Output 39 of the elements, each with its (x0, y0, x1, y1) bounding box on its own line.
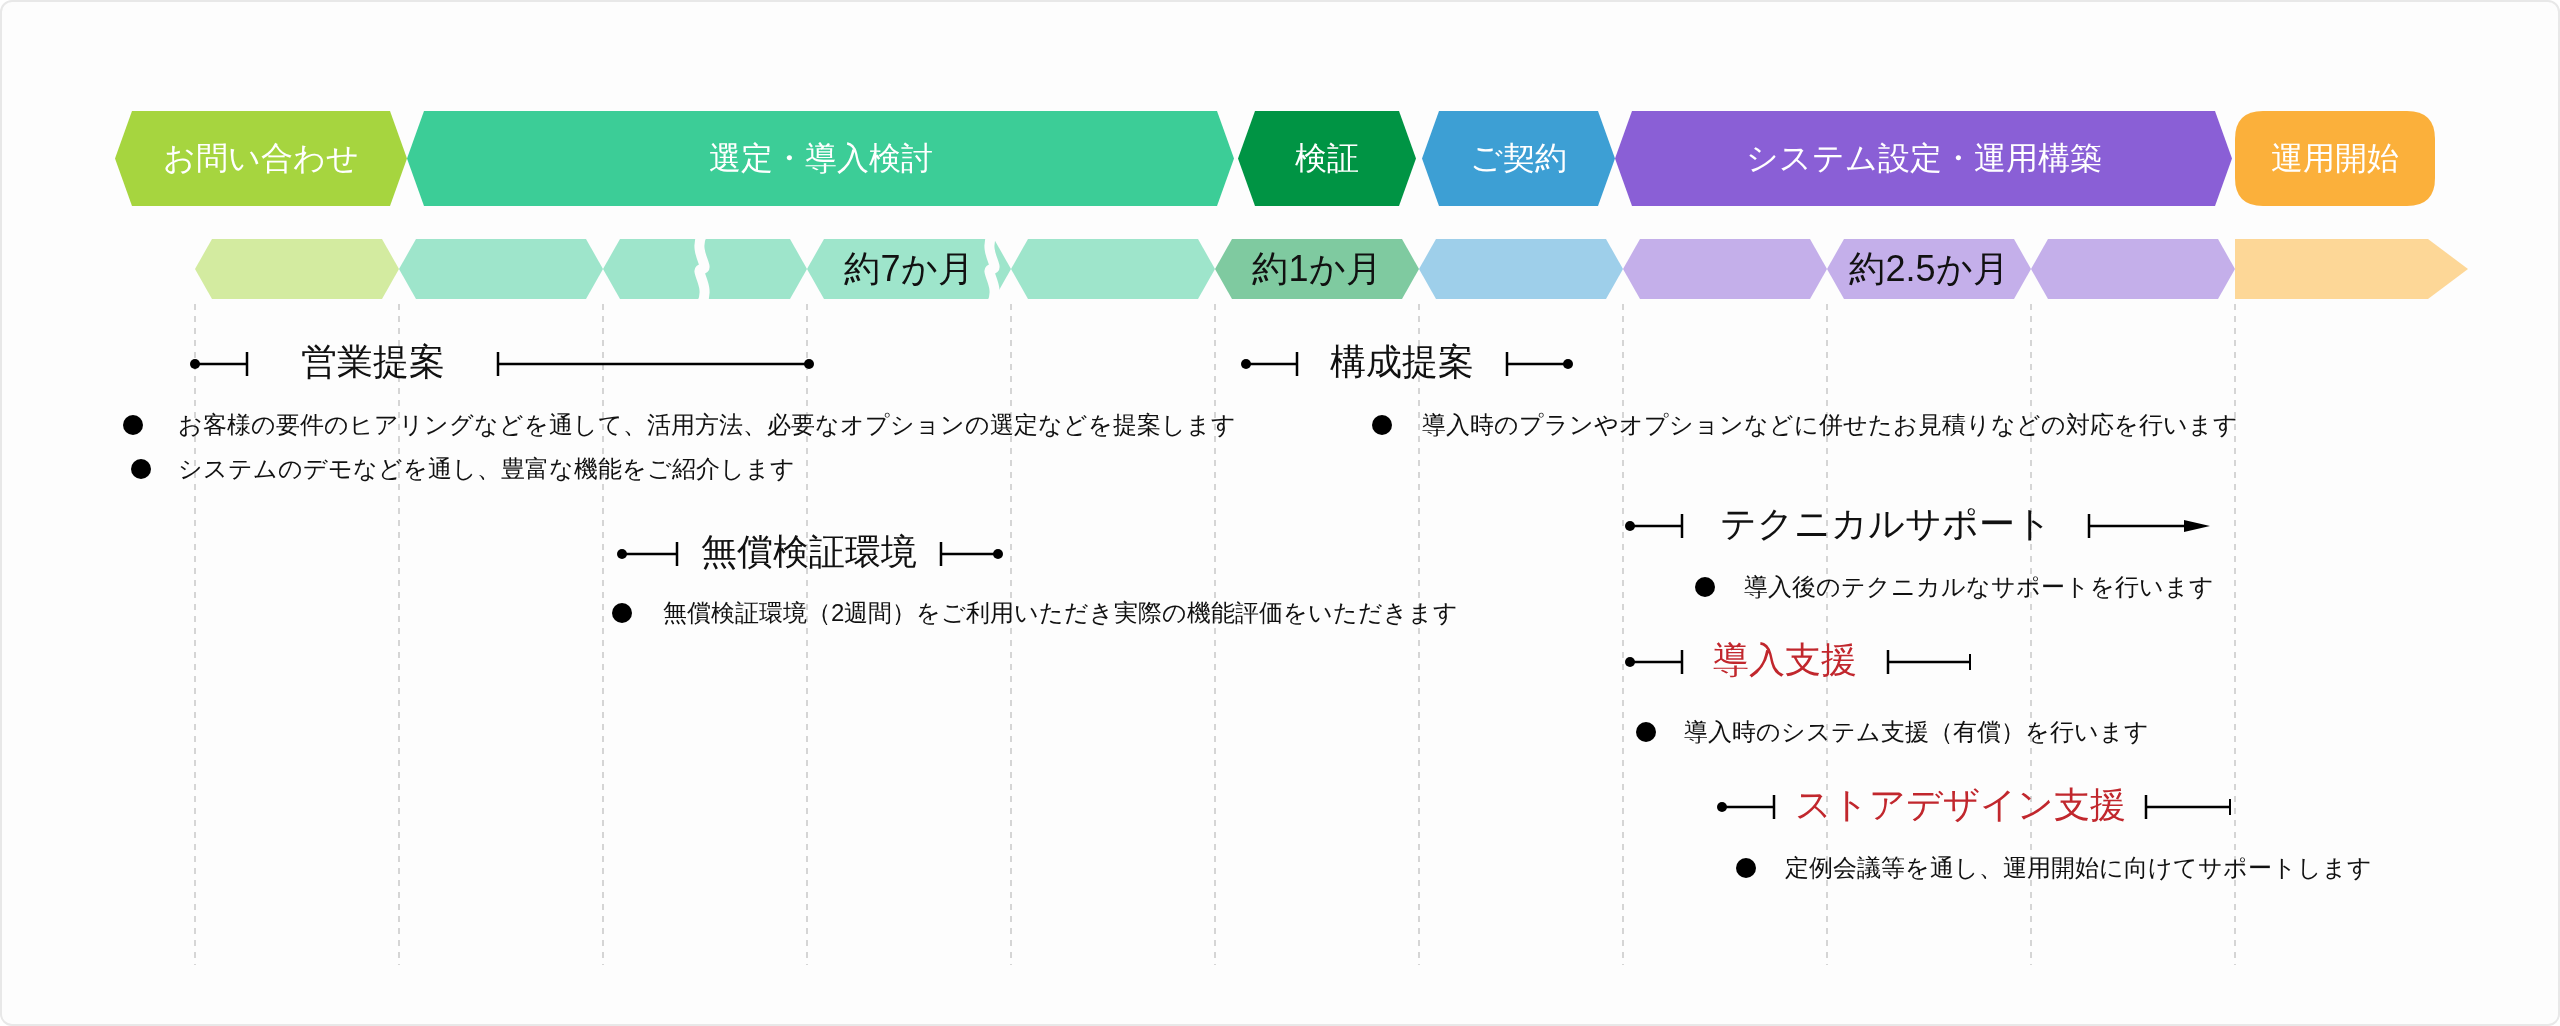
description-text: 導入時のシステム支援（有償）を行います (1684, 717, 2149, 747)
description-text: 導入後のテクニカルなサポートを行います (1744, 572, 2214, 602)
phase-task-title: ストアデザイン支援 (1794, 783, 2126, 827)
phase-task-title: テクニカルサポート (1719, 502, 2052, 546)
description-text: システムのデモなどを通し、豊富な機能をご紹介します (178, 454, 795, 484)
phase-band (1238, 111, 1416, 206)
phase-label: 選定・導入検討 (708, 139, 933, 178)
phase-label: 運用開始 (2271, 139, 2399, 178)
duration-band (2235, 239, 2468, 299)
duration-band (1827, 239, 2031, 299)
phase-band (115, 111, 407, 206)
duration-band (603, 239, 807, 299)
duration-band (1623, 239, 1827, 299)
phase-band (407, 111, 1234, 206)
phase-task-title: 導入支援 (1713, 638, 1857, 682)
duration-label: 約1か月 (1252, 247, 1382, 291)
duration-band (2031, 239, 2235, 299)
duration-label: 約2.5か月 (1849, 247, 2009, 291)
description-text: 導入時のプランやオプションなどに併せたお見積りなどの対応を行います (1422, 410, 2238, 440)
duration-band (399, 239, 603, 299)
phase-task-title: 営業提案 (300, 340, 445, 384)
duration-band (1011, 239, 1215, 299)
duration-band (1215, 239, 1419, 299)
duration-band (807, 239, 1011, 299)
phase-band (1615, 111, 2232, 206)
phase-label: システム設定・運用構築 (1745, 139, 2102, 178)
description-text: お客様の要件のヒアリングなどを通して、活用方法、必要なオプションの選定などを提案します (178, 410, 1236, 440)
description-text: 定例会議等を通し、運用開始に向けてサポートします (1785, 853, 2372, 883)
phase-label: ご契約 (1470, 139, 1567, 178)
duration-band (195, 239, 399, 299)
phase-task-title: 構成提案 (1330, 340, 1474, 384)
phase-label: 検証 (1295, 139, 1359, 178)
phase-task-title: 無償検証環境 (701, 530, 917, 574)
phase-label: お問い合わせ (163, 139, 359, 178)
duration-label: 約7か月 (844, 247, 974, 291)
phase-band (1422, 111, 1615, 206)
phase-band (2235, 111, 2435, 206)
description-text: 無償検証環境（2週間）をご利用いただき実際の機能評価をいただきます (663, 598, 1459, 628)
duration-band (1419, 239, 1623, 299)
